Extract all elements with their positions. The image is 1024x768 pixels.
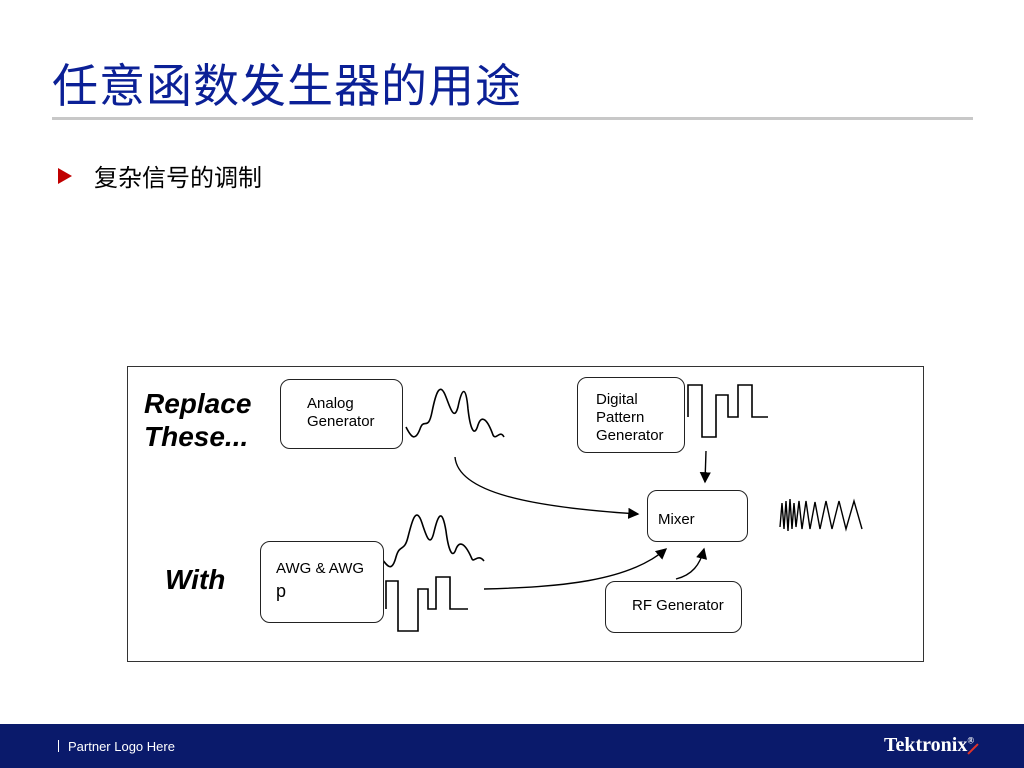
- footer-bar: Partner Logo Here Tektronix®: [0, 724, 1024, 768]
- replace-label: Replace These...: [144, 387, 251, 453]
- brand-name: Tektronix: [884, 734, 968, 756]
- replace-label-line1: Replace: [144, 388, 252, 419]
- bullet-text: 复杂信号的调制: [94, 164, 262, 192]
- with-label: With: [165, 564, 226, 595]
- digital-pattern-line3: Generator: [596, 427, 664, 444]
- title-divider: [52, 117, 973, 120]
- mixer-label: Mixer: [658, 511, 695, 528]
- analog-generator-line2: Generator: [307, 413, 375, 430]
- footer-separator: [58, 740, 59, 752]
- rf-generator-box: RF Generator: [605, 581, 742, 633]
- analog-to-mixer-arrow: [454, 456, 640, 519]
- modulated-output-waveform: [779, 498, 863, 532]
- analog-generator-line1: Analog: [307, 395, 354, 412]
- triangle-bullet-icon: [58, 167, 72, 184]
- rf-generator-label: RF Generator: [632, 597, 724, 614]
- awg-label-line1: AWG & AWG: [276, 560, 365, 577]
- mixer-box: Mixer: [647, 490, 748, 542]
- tektronix-logo: Tektronix®: [884, 734, 974, 757]
- awg-digital-waveform: [385, 576, 468, 632]
- analog-generator-box: Analog Generator: [280, 379, 403, 449]
- brand-registered-mark: ®: [967, 735, 975, 746]
- digital-to-mixer-arrow: [699, 450, 711, 484]
- digital-pattern-generator-box: Digital Pattern Generator: [577, 377, 685, 453]
- digital-pulse-waveform: [687, 384, 768, 438]
- rf-to-mixer-arrow: [675, 547, 708, 580]
- digital-pattern-line1: Digital: [596, 391, 638, 408]
- awg-analog-waveform: [381, 514, 485, 568]
- awg-label-line2: p: [276, 581, 287, 601]
- awg-box: AWG & AWG p: [260, 541, 384, 623]
- analog-waveform: [405, 388, 505, 438]
- diagram-frame: Replace These... With Analog Generator D…: [127, 366, 924, 662]
- slide-title: 任意函数发生器的用途: [52, 59, 522, 113]
- diagram-connectors: [381, 384, 863, 632]
- digital-pattern-line2: Pattern: [596, 409, 645, 426]
- bullet-item: 复杂信号的调制: [58, 158, 262, 193]
- partner-logo-placeholder: Partner Logo Here: [68, 739, 175, 754]
- replace-label-line2: These...: [144, 421, 249, 452]
- awg-to-mixer-arrow: [483, 548, 668, 590]
